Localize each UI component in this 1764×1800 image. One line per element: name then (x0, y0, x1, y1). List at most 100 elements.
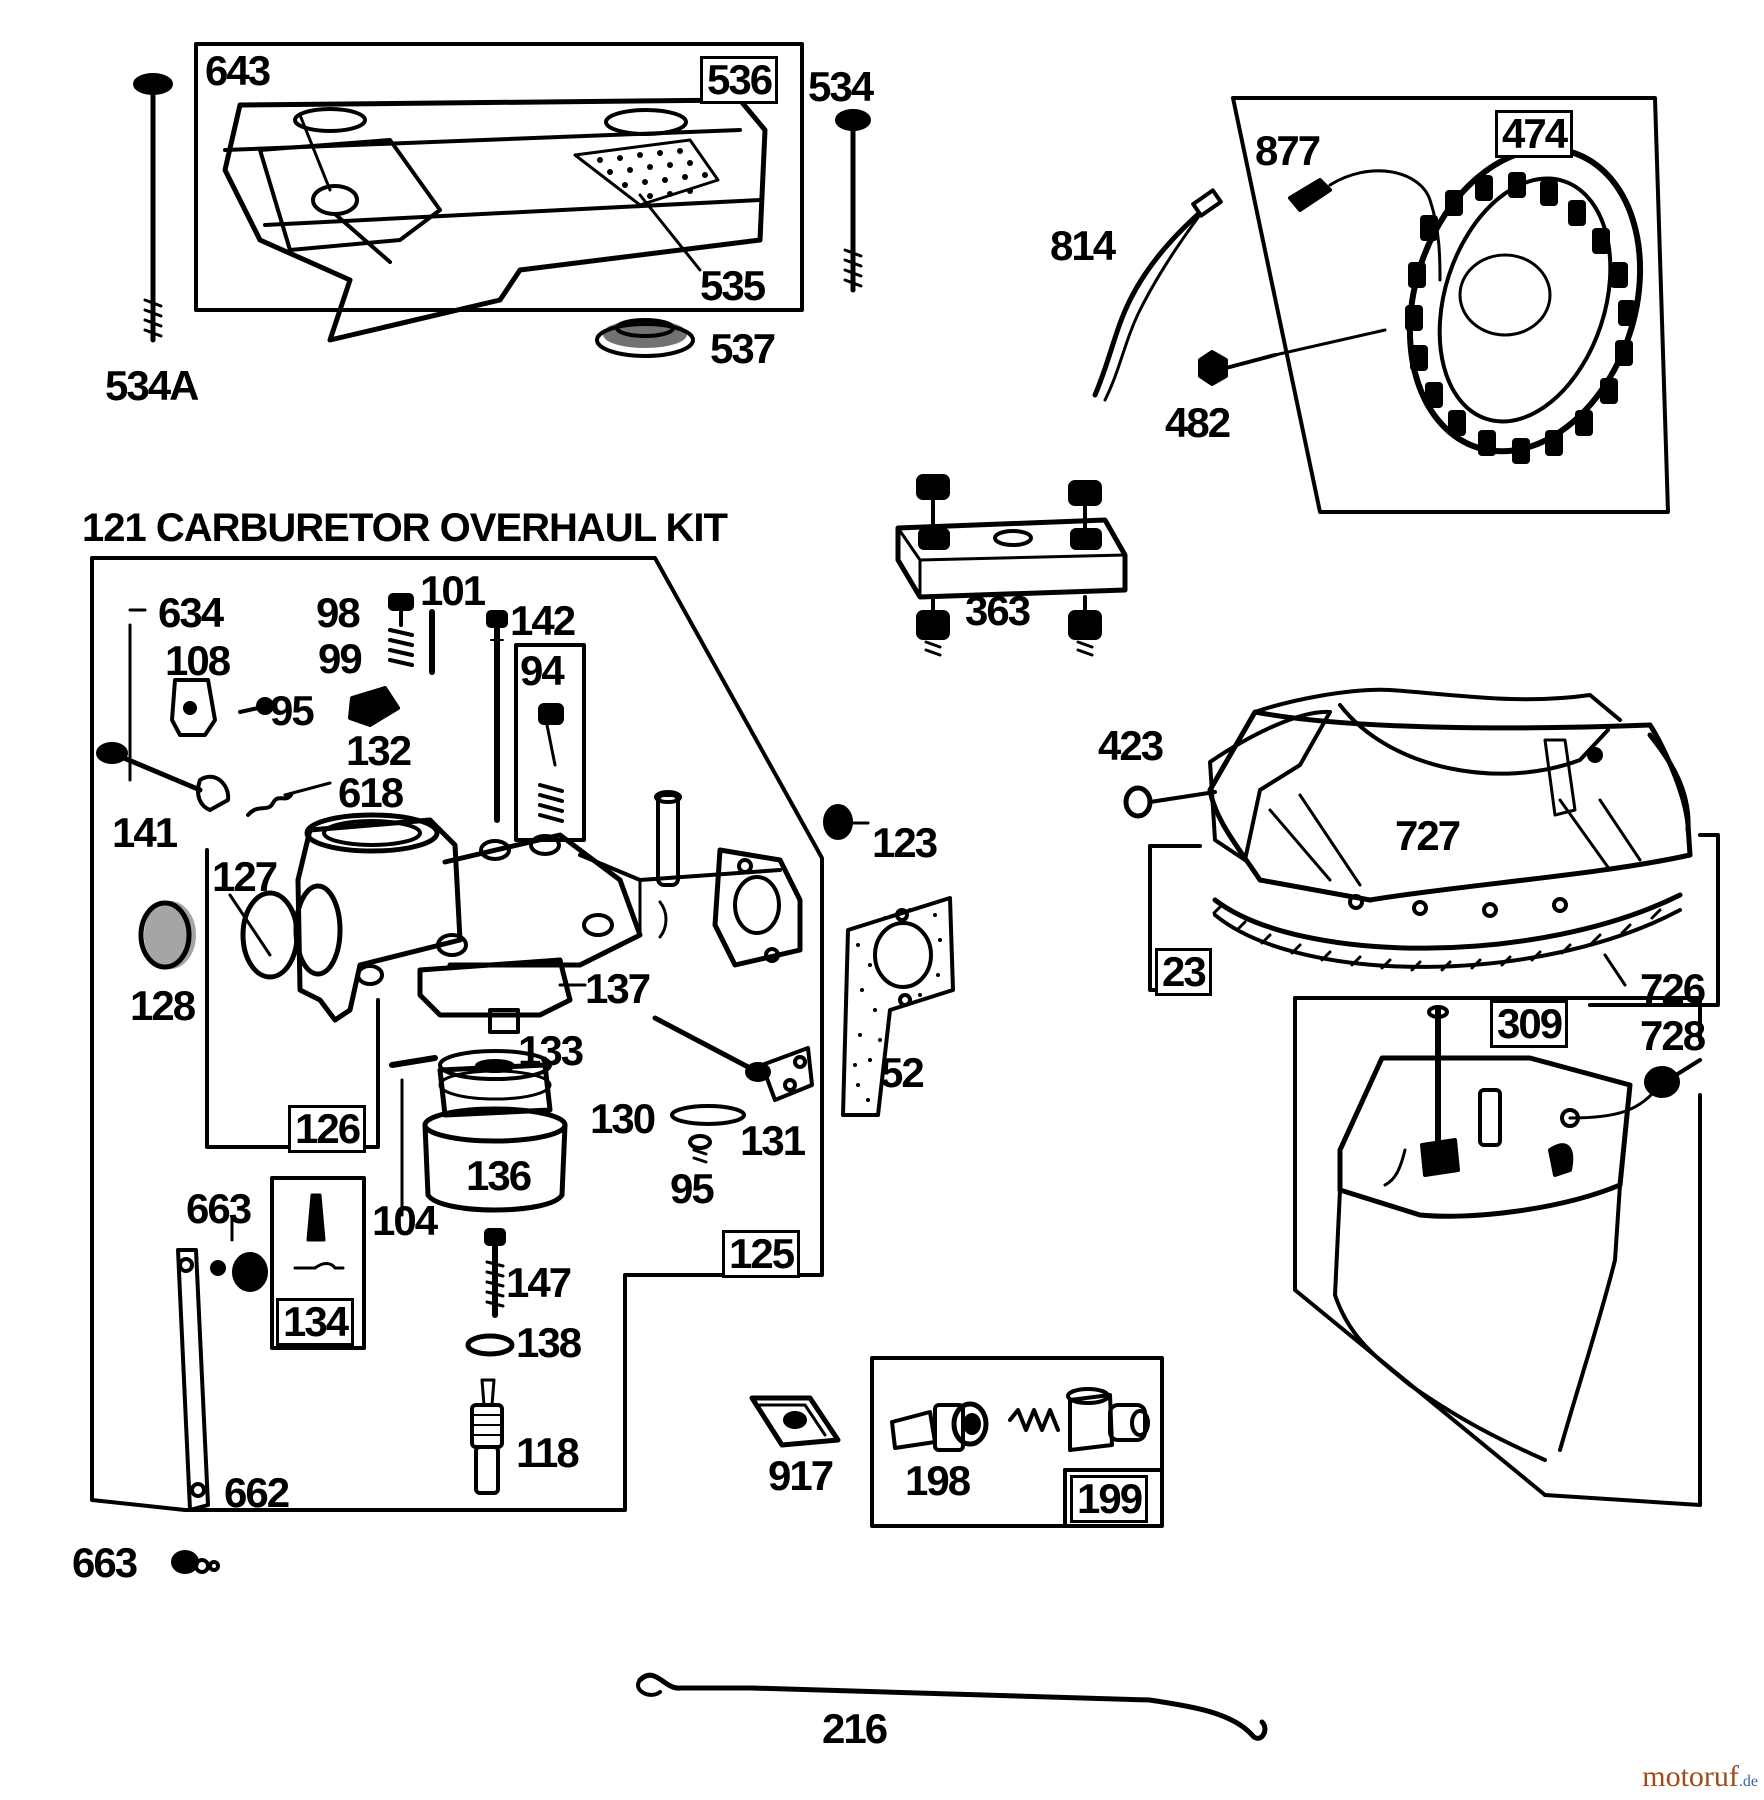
brake-group (1123, 687, 1720, 1507)
callout-535: 535 (700, 262, 766, 309)
watermark-name: motoruf (1642, 1760, 1739, 1793)
callout-814: 814 (1050, 222, 1116, 269)
callout-537: 537 (710, 325, 776, 372)
choke-plate-130 (670, 1104, 746, 1126)
callout-216: 216 (822, 1705, 888, 1752)
callout-99: 99 (318, 635, 363, 682)
callout-95-upper: 95 (270, 687, 315, 734)
clip-663 (171, 1550, 220, 1574)
valve-group (870, 1356, 1164, 1528)
callout-309: 309 (1490, 1000, 1569, 1048)
callout-123: 123 (872, 819, 938, 866)
callout-474: 474 (1495, 110, 1574, 158)
watermark-suffix: .de (1738, 1773, 1758, 1790)
fitting-198 (890, 1401, 989, 1452)
governor-link-216 (636, 1672, 1268, 1741)
group-box-94 (514, 643, 586, 842)
screw-728 (1568, 1058, 1702, 1120)
link-662 (176, 1248, 210, 1512)
callout-147: 147 (506, 1259, 572, 1306)
bushing-128 (138, 900, 196, 970)
callout-634: 634 (158, 589, 224, 636)
callout-363: 363 (965, 587, 1031, 634)
group-box-199 (870, 1356, 1164, 1528)
callout-95-lower: 95 (670, 1165, 715, 1212)
clip-917 (749, 1395, 841, 1448)
callout-136: 136 (466, 1152, 532, 1199)
stator-474 (1405, 145, 1644, 464)
callout-663-lower: 663 (72, 1539, 138, 1586)
gasket-127 (240, 890, 300, 980)
fuel-tank-group (133, 42, 871, 358)
callout-108: 108 (165, 637, 231, 684)
callout-128: 128 (130, 982, 196, 1029)
callout-130: 130 (590, 1095, 656, 1142)
callout-534: 534 (808, 63, 874, 110)
shroud-727 (1207, 687, 1693, 903)
callout-101: 101 (420, 567, 486, 614)
callout-23: 23 (1155, 948, 1212, 996)
watermark-logo: motoruf.de (1642, 1762, 1758, 1792)
callout-133: 133 (518, 1027, 584, 1074)
callout-534a: 534A (105, 362, 199, 409)
callout-199: 199 (1070, 1475, 1149, 1523)
needle-118 (470, 1378, 504, 1495)
fuel-cap-537 (595, 318, 695, 358)
callout-728: 728 (1640, 1012, 1706, 1059)
screw-423 (1123, 785, 1217, 819)
alternator-group (1092, 96, 1670, 514)
callout-662: 662 (224, 1469, 290, 1516)
wire-814 (1092, 205, 1208, 398)
callout-536: 536 (700, 56, 779, 104)
bolt-534 (835, 109, 871, 293)
callout-137: 137 (585, 965, 651, 1012)
bracket-363 (895, 474, 1128, 657)
callout-643: 643 (205, 47, 271, 94)
callout-663-upper: 663 (186, 1185, 252, 1232)
callout-142: 142 (510, 597, 576, 644)
fuel-tank (222, 97, 768, 343)
callout-125: 125 (722, 1230, 801, 1278)
callout-198: 198 (905, 1457, 971, 1504)
choke-shaft-131 (652, 1015, 814, 1102)
callout-98: 98 (316, 589, 361, 636)
callout-618: 618 (338, 769, 404, 816)
callout-104: 104 (372, 1197, 438, 1244)
gasket-52 (841, 896, 955, 1117)
callout-131: 131 (740, 1117, 806, 1164)
throttle-plate-108 (170, 678, 217, 737)
group-box-309 (1293, 996, 1702, 1042)
brake-plate-309 (1333, 1005, 1633, 1462)
callout-134: 134 (276, 1298, 355, 1346)
callout-132: 132 (346, 727, 412, 774)
bolt-534a (133, 73, 173, 343)
callout-138: 138 (516, 1319, 582, 1366)
callout-94: 94 (520, 647, 565, 694)
callout-423: 423 (1098, 722, 1164, 769)
throttle-shaft-141 (96, 742, 231, 812)
group-box-474 (1231, 96, 1670, 514)
callout-141: 141 (112, 809, 178, 856)
callout-726: 726 (1640, 965, 1706, 1012)
float-bowl-136 (422, 1106, 568, 1213)
group-box-134 (270, 1176, 366, 1350)
connector-877 (1288, 178, 1332, 212)
callout-727: 727 (1395, 812, 1461, 859)
kit-title: 121 CARBURETOR OVERHAUL KIT (82, 506, 728, 550)
callout-127: 127 (212, 853, 278, 900)
callout-118: 118 (516, 1429, 580, 1476)
callout-126: 126 (288, 1105, 367, 1153)
screw-482 (1198, 328, 1387, 386)
group-box-536 (194, 42, 804, 312)
carburetor-group (90, 556, 955, 1512)
carburetor-body (293, 790, 803, 1034)
callout-877: 877 (1255, 127, 1321, 174)
float-133 (437, 1049, 553, 1118)
callout-917: 917 (768, 1452, 834, 1499)
callout-52: 52 (880, 1049, 925, 1096)
callout-482: 482 (1165, 399, 1231, 446)
group-box-125 (90, 556, 824, 1512)
brake-band-726 (1212, 892, 1683, 987)
